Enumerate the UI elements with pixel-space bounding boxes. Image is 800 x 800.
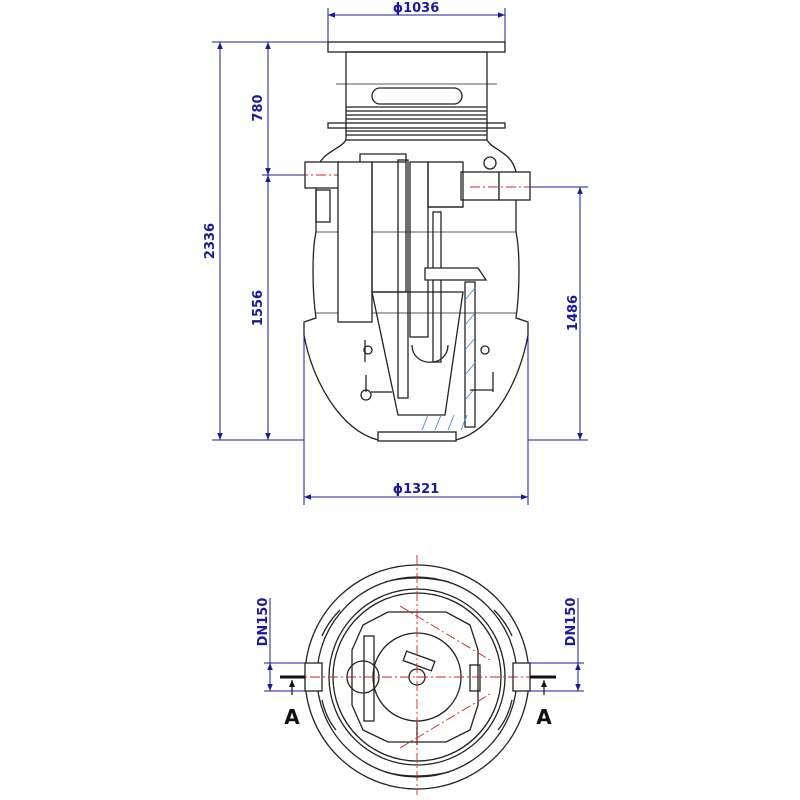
outlet-pipe [498, 171, 531, 201]
section-arrow-left [289, 680, 295, 687]
plan-view: A A DN150 DN150 [256, 555, 584, 795]
section-label-left: A [284, 705, 300, 729]
body-diameter-label: ϕ1321 [393, 482, 440, 497]
total-height-label: 2336 [203, 223, 218, 259]
section-arrow-right [541, 680, 547, 687]
neck-height-label: 780 [251, 94, 266, 121]
air-lift-plan [402, 650, 436, 672]
riser-ribs [327, 106, 506, 136]
rib-slots [321, 577, 513, 777]
riser-handle [371, 87, 463, 105]
filter-frame [464, 281, 476, 428]
center-column [409, 161, 429, 338]
section-label-right: A [536, 705, 552, 729]
settling-column [371, 161, 407, 293]
riser-pipe [397, 159, 409, 399]
outlet-height-label: 1486 [566, 295, 581, 331]
outlet-dn-label: DN150 [564, 598, 579, 647]
inlet-baffle-plan [363, 635, 375, 722]
inlet-height-label: 1556 [251, 290, 266, 326]
clarifier-cone [371, 291, 464, 416]
internal-frame [351, 611, 479, 743]
elevation-dimensions: ϕ1036 2336 780 1556 1486 ϕ1321 [203, 1, 588, 505]
outlet-elbow [483, 156, 497, 170]
air-lift-pipe [432, 211, 442, 363]
inlet-bracket [315, 189, 331, 223]
cover-plate [327, 41, 506, 53]
valve-fittings [360, 340, 494, 401]
inlet-baffle [337, 161, 373, 323]
scum-deflector [424, 267, 488, 281]
riser-neck [345, 51, 488, 141]
tank-base [377, 431, 457, 442]
outlet-fitting [460, 171, 500, 201]
elevation-view [262, 41, 540, 442]
return-elbow [411, 344, 449, 363]
transfer-pipe [359, 153, 407, 162]
outlet-box-plan [469, 664, 481, 692]
inlet-dn-label: DN150 [256, 598, 271, 647]
outlet-chamber [427, 161, 464, 208]
top-diameter-label: ϕ1036 [393, 1, 440, 16]
filter-hatch [421, 287, 476, 431]
